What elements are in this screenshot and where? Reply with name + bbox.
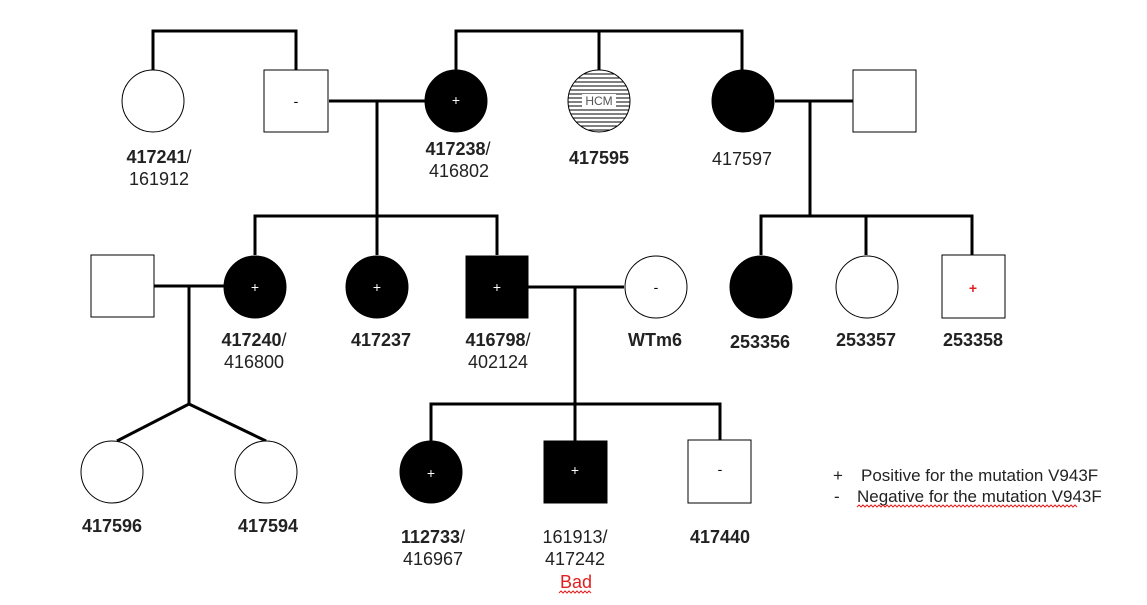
id-second-161912: 161912 xyxy=(129,169,189,189)
person-253358: + xyxy=(941,254,1006,319)
pedigree-lines xyxy=(116,29,974,443)
symbol-417594 xyxy=(234,440,298,504)
id-label-WTm6: WTm6 xyxy=(628,330,682,350)
person-417240: + xyxy=(223,255,287,319)
mark-father-a: - xyxy=(294,93,299,109)
person-417594 xyxy=(234,440,298,504)
person-spouse-c xyxy=(90,254,155,318)
id-label-417240: 417240/ xyxy=(221,330,286,350)
hcm-label: HCM xyxy=(585,94,612,108)
id-label-416798: 416798/ xyxy=(465,330,530,350)
legend: + Positive for the mutation V943F - Nega… xyxy=(833,466,1102,508)
symbol-father-a xyxy=(263,69,329,133)
mark-417237: + xyxy=(373,279,381,295)
symbol-WTm6 xyxy=(624,255,688,319)
mark-417238: + xyxy=(452,92,460,108)
symbol-417597 xyxy=(711,69,775,133)
id-label-253358: 253358 xyxy=(943,330,1003,350)
legend-minus-symbol: - xyxy=(834,487,840,506)
id-label-417237: 417237 xyxy=(351,330,411,350)
person-417238: + xyxy=(424,69,488,133)
symbol-417238 xyxy=(424,69,488,133)
symbol-253357 xyxy=(835,255,899,319)
legend-plus-text: Positive for the mutation V943F xyxy=(861,466,1098,485)
person-253356 xyxy=(729,255,793,319)
legend-minus-text: Negative for the mutation V943F xyxy=(857,487,1102,506)
note-bad: Bad xyxy=(560,572,592,592)
symbol-253356 xyxy=(729,255,793,319)
symbol-417595 xyxy=(567,69,631,133)
id-label-417597: 417597 xyxy=(712,149,772,169)
person-416798: + xyxy=(465,255,529,319)
id-labels: 417241/ 161912 417238/ 416802 417595 417… xyxy=(82,139,1003,594)
person-417596 xyxy=(80,440,144,504)
symbol-father-b xyxy=(852,69,917,133)
id-second-416967: 416967 xyxy=(403,549,463,569)
legend-plus-symbol: + xyxy=(833,466,843,485)
person-father-b xyxy=(852,69,917,133)
id-label-417595: 417595 xyxy=(569,148,629,168)
twin-line-417594 xyxy=(188,402,267,443)
mark-161913: + xyxy=(571,462,579,478)
mark-417240: + xyxy=(251,279,259,295)
person-417241 xyxy=(121,69,185,133)
id-label-112733: 112733/ xyxy=(401,527,465,547)
id-second-416802: 416802 xyxy=(429,161,489,181)
person-417595: HCM xyxy=(567,69,631,133)
person-WTm6: - xyxy=(624,255,688,319)
twin-line-417596 xyxy=(116,402,190,443)
person-161913: + xyxy=(543,440,608,504)
mark-112733: + xyxy=(427,465,435,481)
mark-253358: + xyxy=(969,280,977,296)
id-second-416800: 416800 xyxy=(224,352,284,372)
spellcheck-underline-bad xyxy=(558,590,592,594)
symbol-417241 xyxy=(121,69,185,133)
id-second-417242: 417242 xyxy=(545,549,605,569)
id-second-402124: 402124 xyxy=(468,352,528,372)
person-253357 xyxy=(835,255,899,319)
person-417237: + xyxy=(345,255,409,319)
symbol-417596 xyxy=(80,440,144,504)
symbol-253358 xyxy=(941,254,1006,319)
symbol-112733 xyxy=(399,440,463,504)
person-112733: + xyxy=(399,440,463,504)
person-417440: - xyxy=(687,439,752,504)
person-417597 xyxy=(711,69,775,133)
mark-417440: - xyxy=(718,461,723,477)
mark-WTm6: - xyxy=(654,279,659,295)
id-label-417596: 417596 xyxy=(82,516,142,536)
symbol-417237 xyxy=(345,255,409,319)
id-label-417238: 417238/ xyxy=(425,139,490,159)
id-label-253357: 253357 xyxy=(836,330,896,350)
hcm-label-bg xyxy=(582,94,616,108)
symbol-spouse-c xyxy=(90,254,155,318)
symbol-417440 xyxy=(687,439,752,504)
person-father-a: - xyxy=(263,69,329,133)
id-label-161913: 161913/ xyxy=(542,527,607,547)
sibship-line-gen1-left xyxy=(151,29,298,72)
symbol-416798 xyxy=(465,255,529,319)
symbol-161913 xyxy=(543,440,608,504)
spellcheck-underline-legend xyxy=(856,504,1078,508)
id-label-417440: 417440 xyxy=(690,527,750,547)
symbol-417240 xyxy=(223,255,287,319)
mark-416798: + xyxy=(493,279,501,295)
id-label-417241: 417241/ xyxy=(126,147,191,167)
id-label-417594: 417594 xyxy=(238,516,298,536)
id-label-253356: 253356 xyxy=(730,332,790,352)
